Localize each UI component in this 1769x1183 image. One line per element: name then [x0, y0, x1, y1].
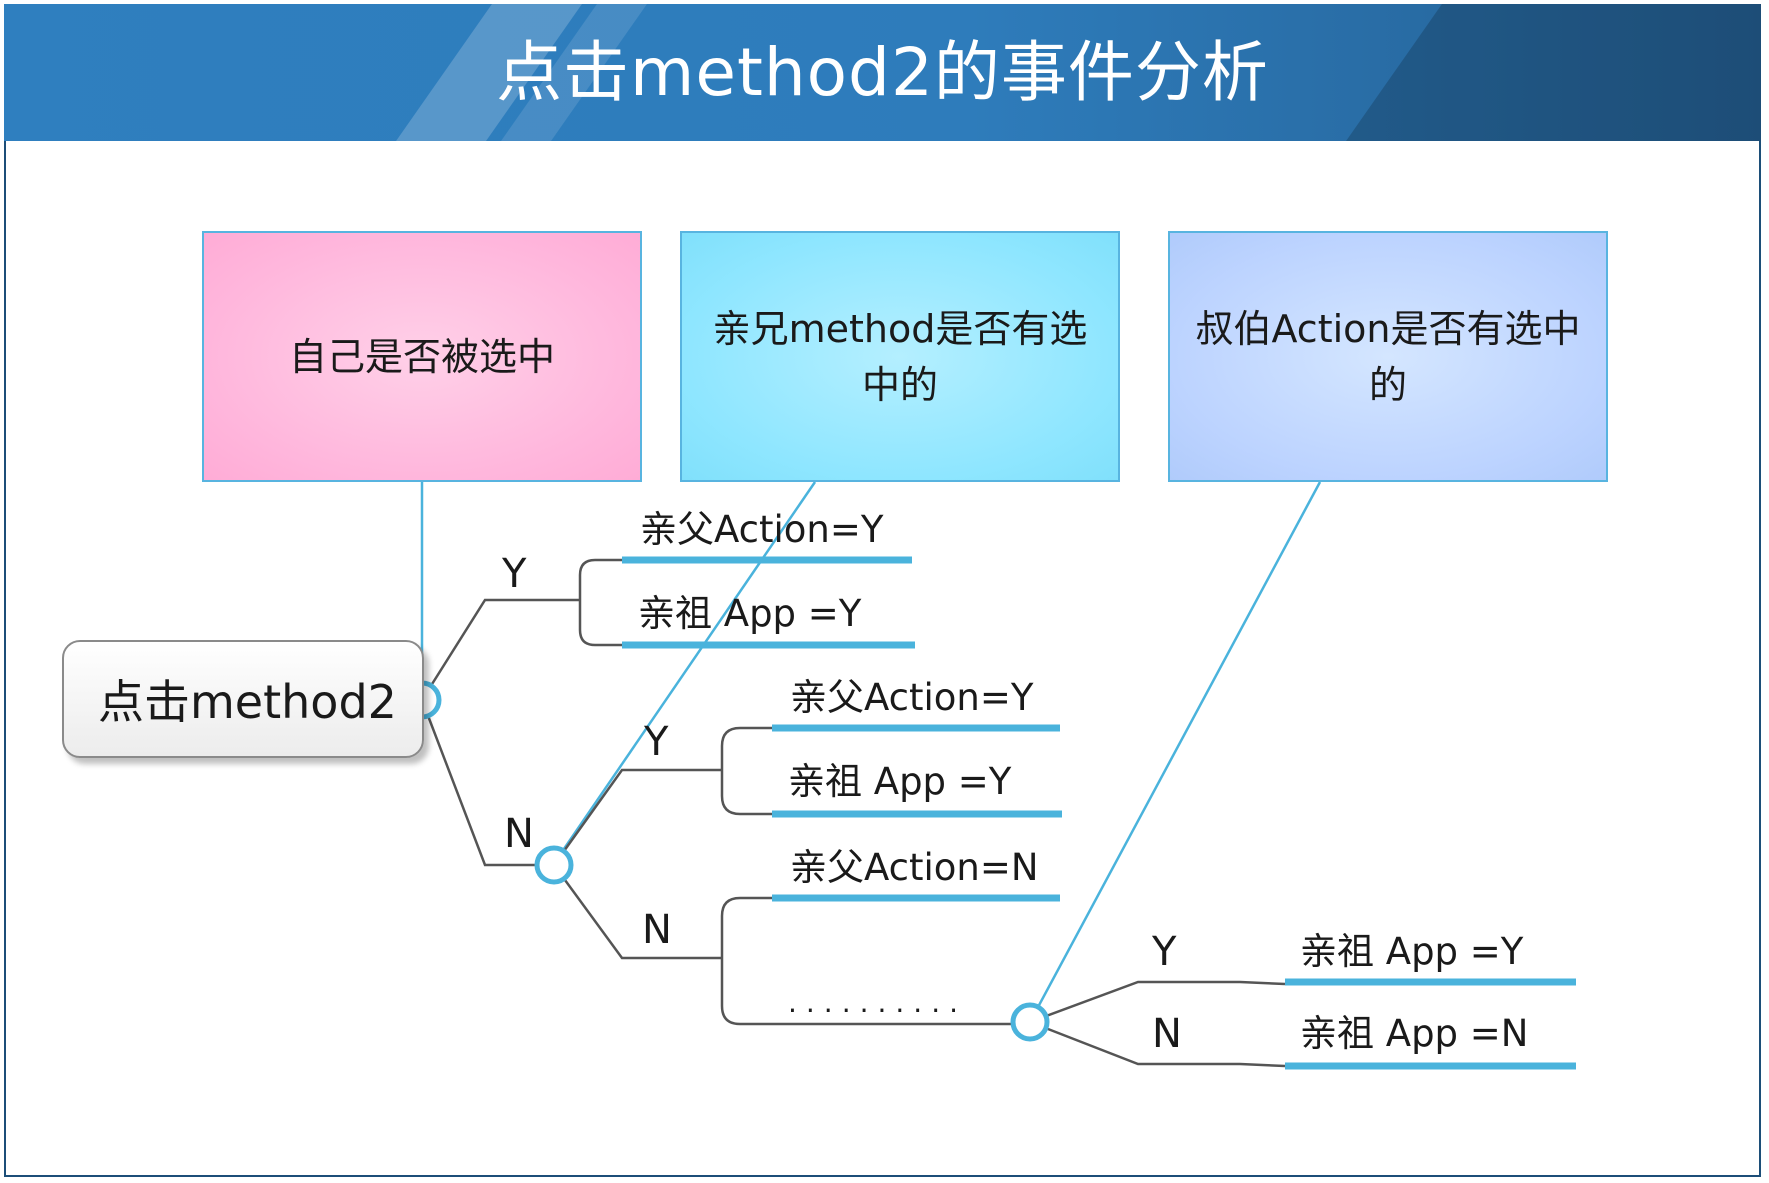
branch-label-y1: Y: [502, 551, 527, 597]
connector-sibling-box: [553, 481, 817, 863]
root-node-label: 点击method2: [98, 675, 397, 729]
tree-bracket: [578, 558, 622, 647]
result-label: 亲祖 App =Y: [638, 592, 862, 635]
tree-edge: [1029, 980, 1286, 1024]
tree-bracket: [720, 896, 772, 1026]
result-label: 亲祖 App =Y: [1300, 930, 1524, 973]
result-label: 亲父Action=Y: [640, 508, 884, 551]
box-self-selected: 自己是否被选中: [202, 231, 642, 482]
result-underlines: [622, 556, 1576, 1070]
result-label: 亲父Action=N: [790, 846, 1039, 889]
tree-edge: [1029, 1020, 1286, 1068]
root-node: 点击method2: [62, 640, 424, 758]
branch-label-n3: N: [1152, 1011, 1182, 1057]
result-label: 亲祖 App =N: [1300, 1012, 1529, 1055]
branch-label-y2: Y: [644, 719, 669, 765]
node-circle-ellipsis: [1010, 1002, 1050, 1042]
result-label: 亲祖 App =Y: [788, 760, 1012, 803]
tree-edge: [552, 864, 722, 960]
tree-bracket: [720, 726, 772, 816]
branch-label-n1: N: [504, 811, 534, 857]
tree-edge: [420, 699, 554, 867]
branch-label-y3: Y: [1152, 929, 1177, 975]
header-bar: 点击method2的事件分析: [4, 4, 1761, 141]
connector-uncle-box: [1028, 481, 1322, 1023]
tree-edge: [420, 598, 580, 701]
box-sibling-method-label: 亲兄method是否有选中的: [712, 306, 1088, 407]
box-uncle-action-selected: 叔伯Action是否有选中的: [1168, 231, 1608, 482]
branch-label-n2: N: [642, 907, 672, 953]
result-label: 亲父Action=Y: [790, 676, 1034, 719]
tree-edge: [552, 768, 722, 866]
box-uncle-action-label: 叔伯Action是否有选中的: [1195, 306, 1581, 407]
box-sibling-method-selected: 亲兄method是否有选中的: [680, 231, 1120, 482]
tree-lines: [420, 558, 1286, 1068]
ellipsis-label: ..........: [788, 986, 968, 1019]
box-self-selected-label: 自己是否被选中: [288, 334, 555, 379]
page-title: 点击method2的事件分析: [496, 34, 1269, 111]
node-circle-n1: [534, 845, 574, 885]
